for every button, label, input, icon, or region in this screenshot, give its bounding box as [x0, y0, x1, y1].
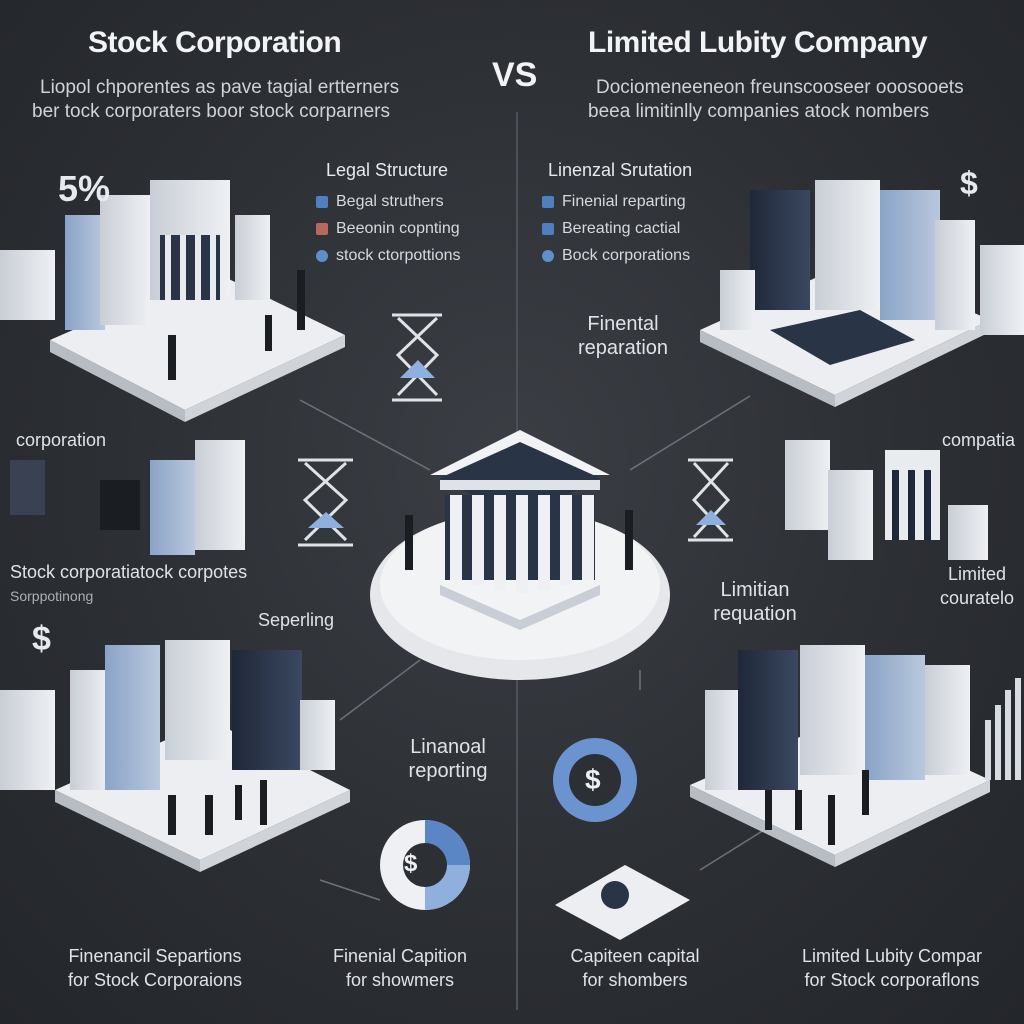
- financial-reporting-label: Linanoal reporting: [408, 736, 488, 782]
- legend-swatch: [316, 195, 328, 208]
- right-subtitle-1: Dociomeneeneon freunscooseer ooosooets: [596, 77, 964, 98]
- left-subtitle-2: ber tock corporaters boor stock corparne…: [32, 101, 390, 122]
- bottom-caption-3-line1: Capiteen capital: [570, 946, 700, 966]
- top-left-scene: [0, 180, 345, 422]
- right-title: Limited Lubity Company: [588, 26, 928, 59]
- center-divider-bottom: [516, 680, 518, 1010]
- vs-label: VS: [492, 56, 538, 94]
- right-legend-item: Bereating cactial: [542, 215, 690, 242]
- legend-swatch: [542, 249, 554, 262]
- middle-right-scene: [785, 440, 988, 560]
- legend-label: Beeonin copnting: [336, 219, 460, 237]
- top-right-scene: [700, 180, 1024, 407]
- left-legend-heading: Legal Structure: [326, 160, 449, 180]
- left-legend: Begal struthers Beeonin copnting stock c…: [316, 188, 461, 269]
- legend-label: stock ctorpottions: [336, 246, 461, 264]
- limited-courates-label: Limited couratelo: [939, 564, 1015, 608]
- dollar-icon-2: $: [585, 764, 601, 795]
- compatis-label: compatia: [942, 430, 1016, 450]
- bottom-caption-1-line2: for Stock Corporaions: [67, 970, 243, 990]
- dollar-icon-3: $: [32, 620, 51, 658]
- left-legend-item: stock ctorpottions: [316, 242, 461, 269]
- bottom-caption-1-line1: Finenancil Separtions: [68, 946, 242, 966]
- hourglass-icon: [392, 313, 442, 402]
- left-subtitle-1: Liopol chporentes as pave tagial erttern…: [40, 77, 400, 98]
- legend-swatch: [542, 222, 554, 235]
- right-legend-item: Finenial reparting: [542, 188, 690, 215]
- bottom-left-scene: [0, 640, 350, 872]
- bottom-caption-4-line1: Limited Lubity Compar: [801, 946, 983, 966]
- bottom-caption-3-line2: for shombers: [582, 970, 688, 990]
- right-subtitle-2: beea limitinlly companies atock nombers: [588, 101, 930, 122]
- left-legend-item: Begal struthers: [316, 188, 461, 215]
- finenal-reparation-label: Finental reparation: [577, 313, 669, 359]
- center-temple: [370, 430, 670, 680]
- right-legend-heading: Linenzal Srutation: [548, 160, 693, 180]
- pie-dollar-icon: [380, 820, 470, 910]
- limitian-requation-label: Limitian requation: [713, 579, 797, 625]
- legend-swatch: [316, 222, 328, 235]
- bottom-right-scene: [690, 645, 1021, 867]
- percent-icon: 5%: [58, 168, 111, 209]
- bottom-caption-2-line1: Finenial Capition: [332, 946, 468, 966]
- left-legend-item: Beeonin copnting: [316, 215, 461, 242]
- middle-left-scene: [10, 440, 245, 555]
- legend-label: Bock corporations: [562, 246, 691, 264]
- stock-corp-label-3: Seperling: [258, 610, 335, 630]
- dollar-icon: $: [404, 850, 418, 877]
- stock-corp-label-2: Sorppotinong: [10, 588, 94, 604]
- hourglass-icon-3: [688, 458, 733, 542]
- left-title: Stock Corporation: [88, 26, 342, 59]
- hourglass-icon-2: [298, 458, 353, 547]
- right-legend: Finenial reparting Bereating cactial Boc…: [542, 188, 690, 269]
- legend-label: Finenial reparting: [562, 192, 686, 210]
- legend-label: Begal struthers: [336, 192, 444, 210]
- legend-label: Bereating cactial: [562, 219, 681, 237]
- stock-corp-label: Stock corporatiatock corpotes: [10, 562, 248, 582]
- center-divider-top: [516, 112, 518, 442]
- bottom-caption-2-line2: for showmers: [345, 970, 455, 990]
- legend-swatch: [542, 195, 554, 208]
- corporation-label: corporation: [16, 430, 107, 450]
- right-legend-item: Bock corporations: [542, 242, 690, 269]
- document-icon: [555, 865, 690, 940]
- dollar-icon-4: $: [960, 165, 978, 201]
- pie-dollar-icon-2: [553, 738, 637, 822]
- legend-swatch: [316, 249, 328, 262]
- bottom-caption-4-line2: for Stock corporaflons: [804, 970, 980, 990]
